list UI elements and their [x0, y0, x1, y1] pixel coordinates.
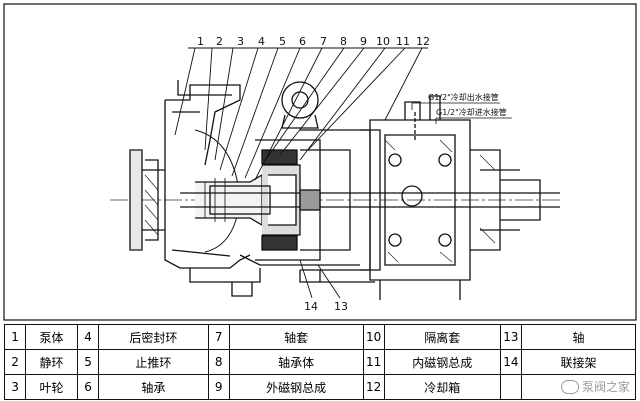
label-9: 9 [360, 35, 367, 48]
leader-lines [174, 47, 428, 299]
part-name: 联接架 [520, 349, 637, 375]
part-number: 11 [362, 349, 385, 375]
cooling-inlet-note: G1/2"冷却进水接管 [436, 107, 507, 117]
part-name: 轴承 [98, 374, 209, 400]
part-labels: 1 2 3 4 5 6 7 8 9 10 11 12 14 13 [197, 35, 430, 313]
part-name: 轴承体 [228, 349, 364, 375]
part-number: 1 [3, 324, 27, 350]
label-13: 13 [334, 300, 348, 313]
part-number: 12 [362, 374, 385, 400]
pump-cross-section-drawing: 1 2 3 4 5 6 7 8 9 10 11 12 14 13 G1/2"冷却… [3, 3, 637, 321]
part-number: 3 [3, 374, 27, 400]
pipe-annotations: G1/2"冷却出水接管 G1/2"冷却进水接管 [411, 92, 512, 124]
part-number: 13 [499, 324, 522, 350]
table-row: 3 叶轮 6 轴承 9 外磁钢总成 12 冷却箱 [3, 374, 637, 400]
label-6: 6 [299, 35, 306, 48]
part-name: 轴 [520, 324, 637, 350]
part-name: 轴套 [228, 324, 364, 350]
drawing-frame [3, 3, 637, 321]
part-number: 9 [207, 374, 230, 400]
label-14: 14 [304, 300, 318, 313]
wechat-icon [560, 379, 579, 394]
part-name: 泵体 [25, 324, 79, 350]
part-number: 8 [207, 349, 230, 375]
part-number: 6 [77, 374, 100, 400]
part-name: 隔离套 [383, 324, 501, 350]
label-10: 10 [376, 35, 390, 48]
label-4: 4 [258, 35, 265, 48]
part-number: 7 [207, 324, 230, 350]
part-name: 后密封环 [98, 324, 209, 350]
cooling-outlet-note: G1/2"冷却出水接管 [428, 92, 499, 102]
part-name: 止推环 [98, 349, 209, 375]
part-number: 10 [362, 324, 385, 350]
label-5: 5 [279, 35, 286, 48]
label-3: 3 [237, 35, 244, 48]
part-number: 14 [499, 349, 522, 375]
part-name: 冷却箱 [383, 374, 501, 400]
watermark-text: 泵阀之家 [581, 380, 630, 394]
table-row: 1 泵体 4 后密封环 7 轴套 10 隔离套 13 轴 [3, 324, 637, 350]
label-2: 2 [216, 35, 223, 48]
parts-list-table: 1 泵体 4 后密封环 7 轴套 10 隔离套 13 轴 2 静环 5 止推环 … [3, 324, 637, 400]
part-number: 2 [3, 349, 27, 375]
label-8: 8 [340, 35, 347, 48]
table-row: 2 静环 5 止推环 8 轴承体 11 内磁钢总成 14 联接架 [3, 349, 637, 375]
part-number: 4 [77, 324, 100, 350]
part-name: 外磁钢总成 [228, 374, 364, 400]
label-11: 11 [396, 35, 410, 48]
pump-body [129, 80, 560, 300]
label-1: 1 [197, 35, 204, 48]
part-name: 叶轮 [25, 374, 79, 400]
watermark: 泵阀之家 [560, 378, 630, 395]
label-12: 12 [416, 35, 430, 48]
empty-cell [499, 374, 522, 400]
part-number: 5 [77, 349, 100, 375]
label-7: 7 [320, 35, 327, 48]
part-name: 静环 [25, 349, 79, 375]
part-name: 内磁钢总成 [383, 349, 501, 375]
